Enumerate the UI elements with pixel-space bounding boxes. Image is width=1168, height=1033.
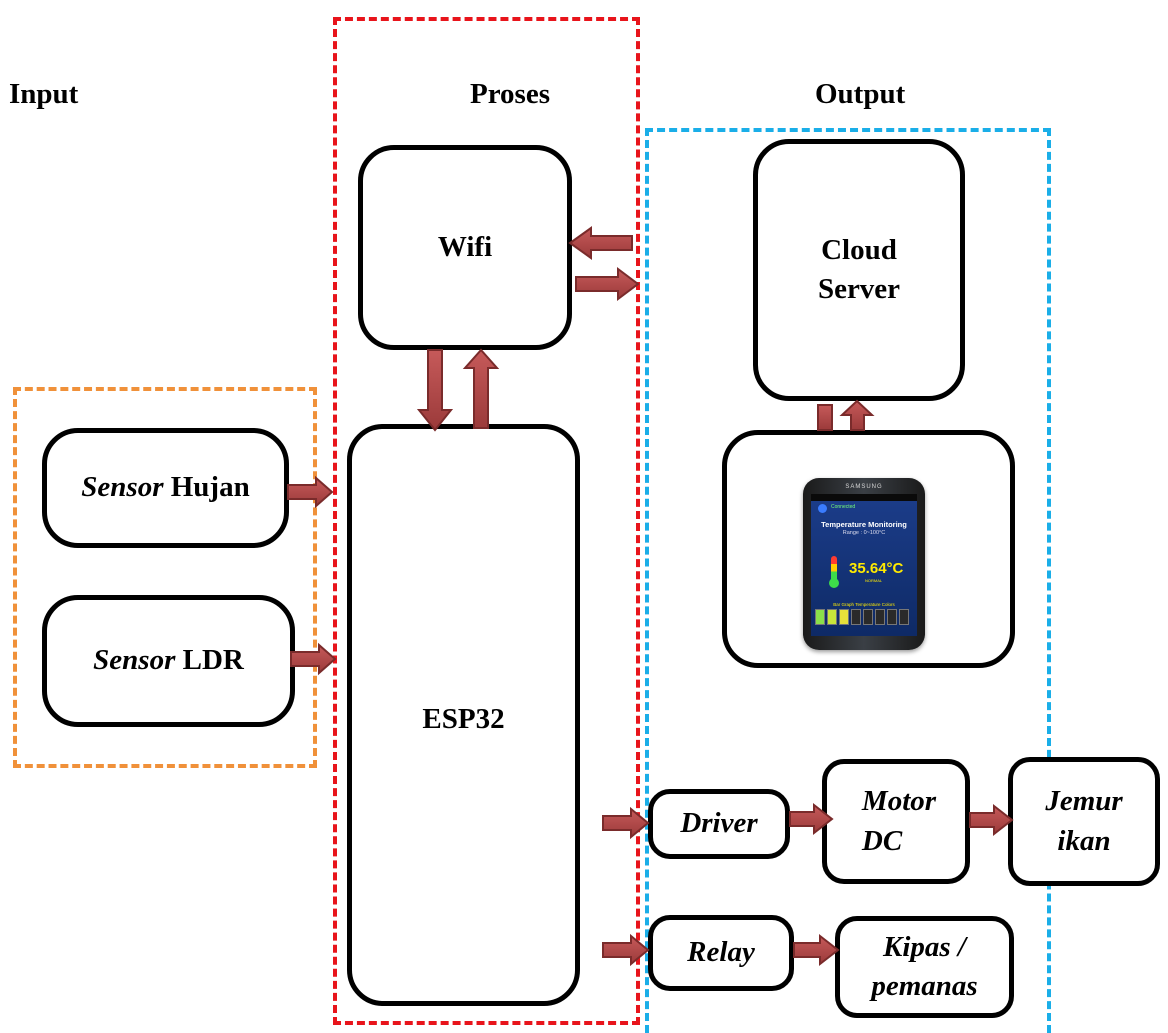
output-header: Output	[815, 78, 906, 110]
bluetooth-icon	[818, 504, 827, 513]
driver-block: Driver	[648, 789, 790, 859]
input-group-border	[13, 387, 317, 768]
proses-header: Proses	[470, 78, 551, 110]
arrow-phone-to-cloud-down	[817, 404, 833, 431]
thermometer-icon	[831, 556, 837, 582]
bar-segment	[815, 609, 825, 625]
phone-connection-status: Connected	[831, 504, 856, 510]
arrow-esp32-to-driver	[602, 806, 650, 840]
kipas-pemanas-block: Kipas / pemanas	[835, 916, 1014, 1018]
esp32-label: ESP32	[422, 703, 505, 736]
arrow-relay-to-kipas	[793, 933, 840, 967]
sensor-ldr-block: Sensor LDR	[42, 595, 295, 727]
wifi-block: Wifi	[358, 145, 572, 350]
arrow-esp32-to-relay	[602, 933, 650, 967]
arrow-hujan-to-esp32	[287, 475, 334, 509]
wifi-label: Wifi	[437, 230, 493, 263]
arrow-phone-to-cloud-up	[839, 399, 875, 431]
arrow-cloud-to-wifi	[568, 226, 633, 260]
phone-screen: Connected Temperature Monitoring Range :…	[811, 494, 917, 636]
bar-segment	[875, 609, 885, 625]
arrow-ldr-to-esp32	[290, 642, 337, 676]
bar-segment	[839, 609, 849, 625]
sensor-hujan-prefix: Sensor	[81, 471, 164, 504]
phone-temperature-value: 35.64°C	[849, 560, 904, 577]
relay-label: Relay	[687, 936, 755, 969]
phone-temperature-state: NORMAL	[865, 578, 883, 583]
sensor-ldr-suffix: LDR	[175, 644, 244, 677]
phone-bar-graph	[815, 609, 909, 625]
jemur-ikan-label-line1: Jemur	[1045, 785, 1123, 818]
bar-segment	[863, 609, 873, 625]
kipas-label-line2: pemanas	[871, 970, 978, 1002]
motor-dc-block: Motor DC	[822, 759, 970, 884]
phone-screen-title: Temperature Monitoring	[821, 520, 907, 529]
phone-graph-label: Bar Graph Temperature Colors	[833, 602, 895, 607]
arrow-motor-to-jemur	[969, 803, 1014, 837]
esp32-block: ESP32	[347, 424, 580, 1006]
arrow-driver-to-motor	[789, 802, 834, 836]
relay-block: Relay	[648, 915, 794, 991]
proses-group-border	[333, 17, 640, 1025]
bar-segment	[899, 609, 909, 625]
jemur-ikan-block: Jemur ikan	[1008, 757, 1160, 886]
sensor-hujan-block: Sensor Hujan	[42, 428, 289, 548]
sensor-hujan-suffix: Hujan	[163, 471, 250, 504]
kipas-label-line1: Kipas /	[883, 930, 966, 963]
sensor-ldr-prefix: Sensor	[93, 644, 176, 677]
cloud-server-label-line2: Server	[817, 273, 901, 305]
cloud-server-label-line1: Cloud	[821, 233, 897, 266]
motor-dc-label-line2: DC	[861, 824, 903, 857]
arrow-wifi-to-esp32	[416, 349, 454, 432]
bar-segment	[827, 609, 837, 625]
phone-status-bar	[811, 494, 917, 501]
phone-screen-range: Range : 0~100°C	[842, 530, 886, 536]
cloud-server-block: Cloud Server	[753, 139, 965, 401]
phone-brand: SAMSUNG	[845, 484, 883, 490]
arrow-wifi-to-cloud	[575, 267, 640, 301]
input-header: Input	[9, 78, 79, 110]
smartphone-image: SAMSUNG Connected Temperature Monitoring…	[803, 478, 925, 650]
output-group-border	[645, 128, 1051, 1033]
thermometer-bulb-icon	[829, 578, 839, 588]
motor-dc-label-line1: Motor	[861, 785, 937, 818]
bar-segment	[851, 609, 861, 625]
bar-segment	[887, 609, 897, 625]
driver-label: Driver	[680, 807, 758, 840]
jemur-ikan-label-line2: ikan	[1057, 824, 1111, 857]
arrow-esp32-to-wifi	[462, 348, 500, 429]
